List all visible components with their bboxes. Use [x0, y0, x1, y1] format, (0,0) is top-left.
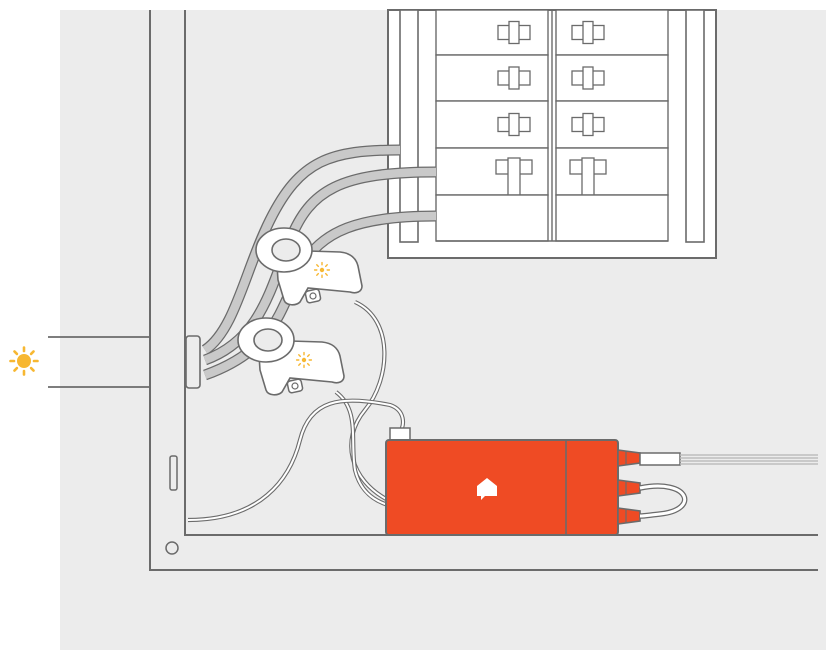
breaker-slot	[555, 194, 669, 242]
clamp-connector	[304, 288, 322, 304]
breaker-panel	[387, 9, 717, 259]
sun-icon	[9, 346, 39, 376]
monitor-port	[617, 479, 641, 497]
enclosure-outer-frame	[149, 10, 818, 571]
sun-icon	[313, 261, 331, 279]
current-clamp-lower	[237, 317, 345, 396]
monitor-body	[385, 439, 619, 536]
clamp-sensor-wire	[334, 390, 389, 508]
conduit-pipe	[48, 335, 201, 389]
sun-icon	[295, 351, 313, 369]
current-clamp-upper	[255, 227, 363, 306]
enclosure-screw	[165, 541, 179, 555]
breaker-slot	[555, 100, 669, 149]
monitor-power-wire	[187, 398, 406, 523]
power-cable	[201, 144, 401, 355]
breaker-slot	[555, 54, 669, 102]
breaker-slot	[435, 100, 549, 149]
breaker-panel-left-rail	[399, 9, 419, 243]
clamp-connector	[286, 378, 304, 394]
sensor-wires	[187, 300, 406, 523]
monitor-port	[617, 507, 641, 525]
energy-monitor	[385, 427, 818, 536]
enclosure-slot	[169, 455, 178, 491]
breaker-slot	[435, 194, 549, 242]
breaker-panel-right-rail	[685, 9, 705, 243]
home-chat-icon	[477, 478, 497, 500]
network-cable	[639, 452, 818, 466]
breaker-slot	[555, 9, 669, 56]
breaker-slot	[435, 9, 549, 56]
clamp-sensor-wire	[349, 300, 389, 502]
monitor-port	[617, 449, 641, 467]
loop-cable	[639, 483, 688, 519]
sun-icon-glyph	[9, 346, 39, 376]
breaker-slot	[435, 54, 549, 102]
